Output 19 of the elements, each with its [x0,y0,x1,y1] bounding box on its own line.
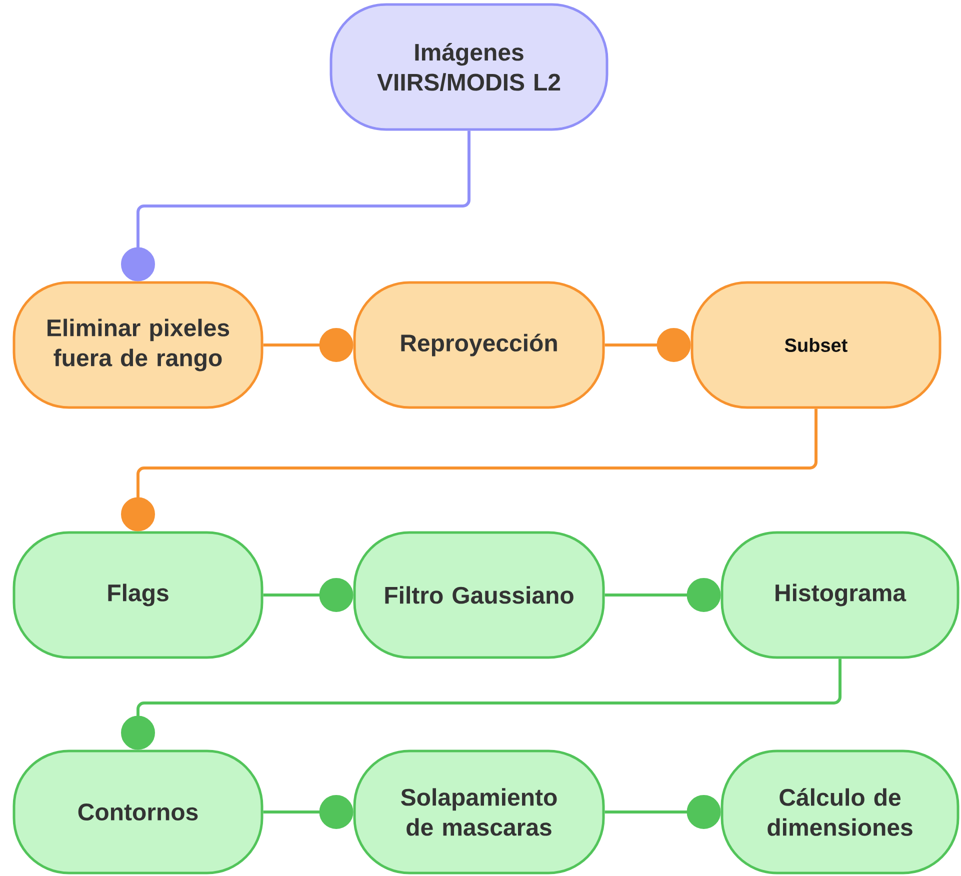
connector [263,795,354,829]
process-box: Eliminar pixeles fuera de rango [12,281,264,409]
process-box: Solapamiento de mascaras [353,750,605,874]
connector [604,328,691,362]
process-box: Contornos [12,750,264,874]
process-box: Subset [690,281,942,409]
connector [263,578,354,612]
process-box: Filtro Gaussiano [353,531,605,659]
connector [121,130,470,282]
connector [604,795,721,829]
process-box: Imágenes VIIRS/MODIS L2 [330,3,608,131]
connector [121,658,842,750]
process-box: Reproyección [353,281,605,409]
connector [121,408,818,532]
process-box: Cálculo de dimensiones [720,750,960,874]
process-box: Flags [12,531,264,659]
process-box: Histograma [720,531,960,659]
connector [604,578,721,612]
connector [263,328,354,362]
